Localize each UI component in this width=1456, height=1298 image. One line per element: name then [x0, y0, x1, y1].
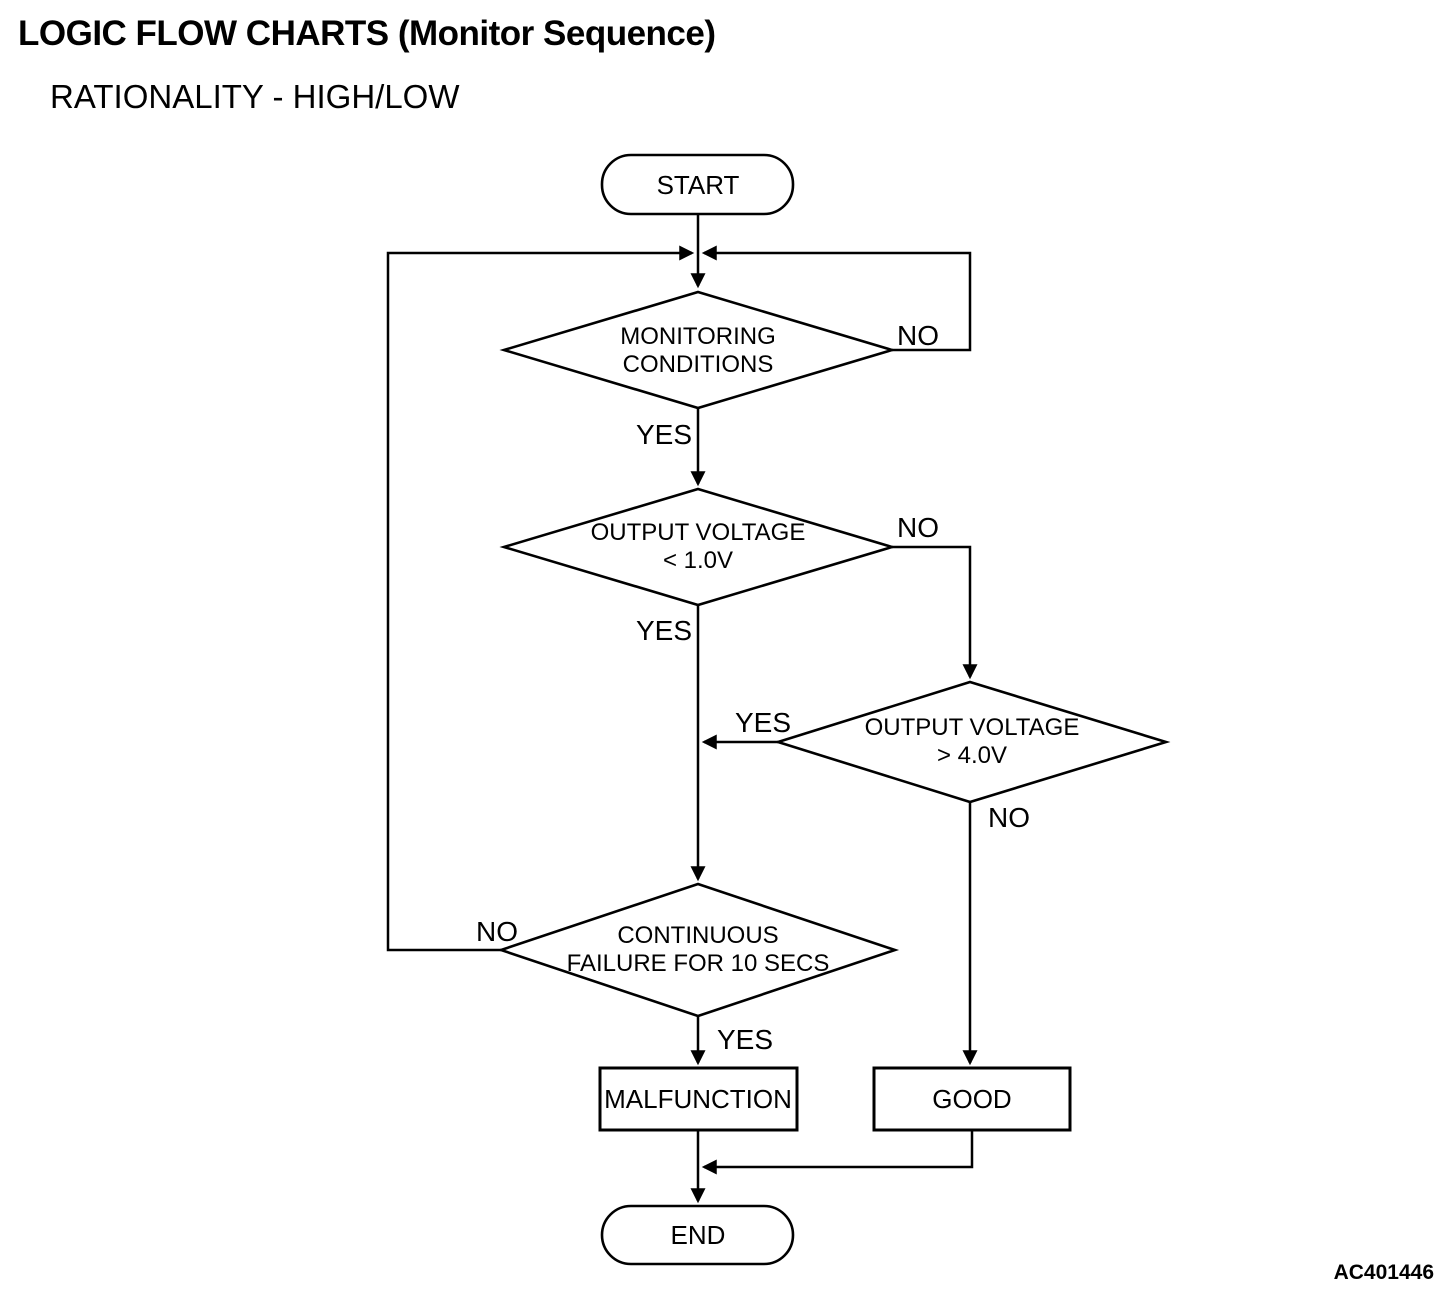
malfunction-label: MALFUNCTION — [604, 1084, 792, 1114]
nodes: START MONITORING CONDITIONS OUTPUT VOLTA… — [496, 153, 1171, 1266]
monitoring-no-label: NO — [897, 320, 939, 351]
page-title: LOGIC FLOW CHARTS (Monitor Sequence) — [18, 14, 716, 53]
edge-labels: NO YES NO YES YES NO NO YES — [476, 320, 1030, 1055]
malfunction-node — [598, 1066, 799, 1132]
start-node — [600, 153, 795, 216]
end-node — [600, 1204, 795, 1266]
output-voltage-low-node — [499, 487, 897, 607]
output-voltage-high-yes-label: YES — [735, 707, 791, 738]
output-voltage-high-node — [773, 680, 1171, 804]
monitoring-conditions-label-line1: MONITORING — [620, 323, 776, 350]
monitoring-conditions-node — [499, 290, 897, 410]
continuous-failure-no-label: NO — [476, 916, 518, 947]
output-voltage-low-label-line2: < 1.0V — [663, 547, 733, 574]
output-voltage-high-no-label: NO — [988, 802, 1030, 833]
edge-continuous-no-loop — [386, 245, 695, 952]
figure-code: AC401446 — [1334, 1261, 1434, 1284]
output-voltage-low-yes-label: YES — [636, 615, 692, 646]
output-voltage-high-label-line1: OUTPUT VOLTAGE — [865, 714, 1080, 741]
edge-voltage-low-no — [892, 545, 978, 680]
good-label: GOOD — [932, 1084, 1011, 1114]
good-node — [872, 1066, 1072, 1132]
end-label: END — [671, 1220, 726, 1250]
edges — [386, 214, 978, 1204]
output-voltage-low-no-label: NO — [897, 512, 939, 543]
output-voltage-low-label-line1: OUTPUT VOLTAGE — [591, 519, 806, 546]
start-label: START — [657, 170, 740, 200]
continuous-failure-label-line1: CONTINUOUS — [617, 922, 778, 949]
edge-good-merge — [701, 1130, 974, 1175]
page-subtitle: RATIONALITY - HIGH/LOW — [50, 78, 460, 115]
monitoring-conditions-label-line2: CONDITIONS — [623, 351, 774, 378]
monitoring-yes-label: YES — [636, 419, 692, 450]
continuous-failure-yes-label: YES — [717, 1024, 773, 1055]
continuous-failure-node — [496, 882, 900, 1018]
output-voltage-high-label-line2: > 4.0V — [937, 742, 1007, 769]
continuous-failure-label-line2: FAILURE FOR 10 SECS — [567, 950, 830, 977]
edge-monitoring-no-loop — [701, 245, 972, 352]
